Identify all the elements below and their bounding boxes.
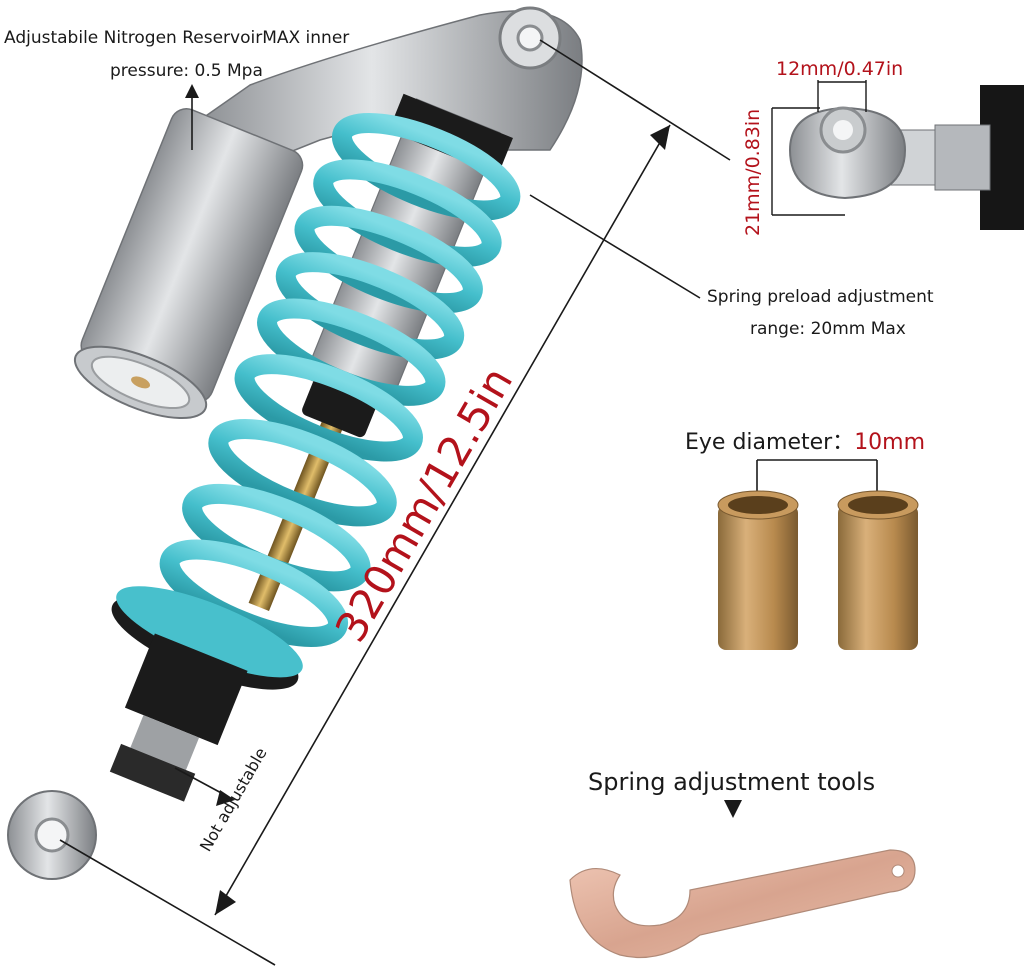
preload-label-line2: range: 20mm Max bbox=[750, 319, 906, 339]
eye-diameter-value: 10mm bbox=[854, 430, 926, 455]
spanner-wrench bbox=[569, 849, 916, 958]
reservoir-label-line1: Adjustabile Nitrogen ReservoirMAX inner bbox=[4, 28, 350, 48]
top-eye-hole bbox=[516, 24, 544, 52]
tools-label: Spring adjustment tools bbox=[588, 768, 876, 796]
bushing-right bbox=[838, 505, 918, 650]
coil-spring bbox=[159, 113, 521, 647]
bottom-eye-hole bbox=[34, 817, 70, 853]
nitrogen-reservoir bbox=[73, 108, 304, 420]
eye-detail bbox=[771, 80, 1024, 230]
eye-diameter-label: Eye diameter：10mm bbox=[685, 424, 925, 456]
eye-width-label: 12mm/0.47in bbox=[776, 58, 904, 80]
bushing-left bbox=[718, 505, 798, 650]
eye-height-label: 21mm/0.83in bbox=[742, 108, 764, 236]
bushings bbox=[717, 459, 919, 650]
reservoir-label-line2: pressure: 0.5 Mpa bbox=[110, 61, 263, 81]
arrow-heads bbox=[185, 84, 742, 915]
eye-diameter-caption: Eye diameter： bbox=[685, 430, 855, 455]
annotation-lines bbox=[59, 39, 731, 966]
shock-absorber bbox=[7, 6, 583, 880]
preload-label-line1: Spring preload adjustment bbox=[707, 287, 934, 307]
lower-spring-seat bbox=[109, 586, 303, 802]
